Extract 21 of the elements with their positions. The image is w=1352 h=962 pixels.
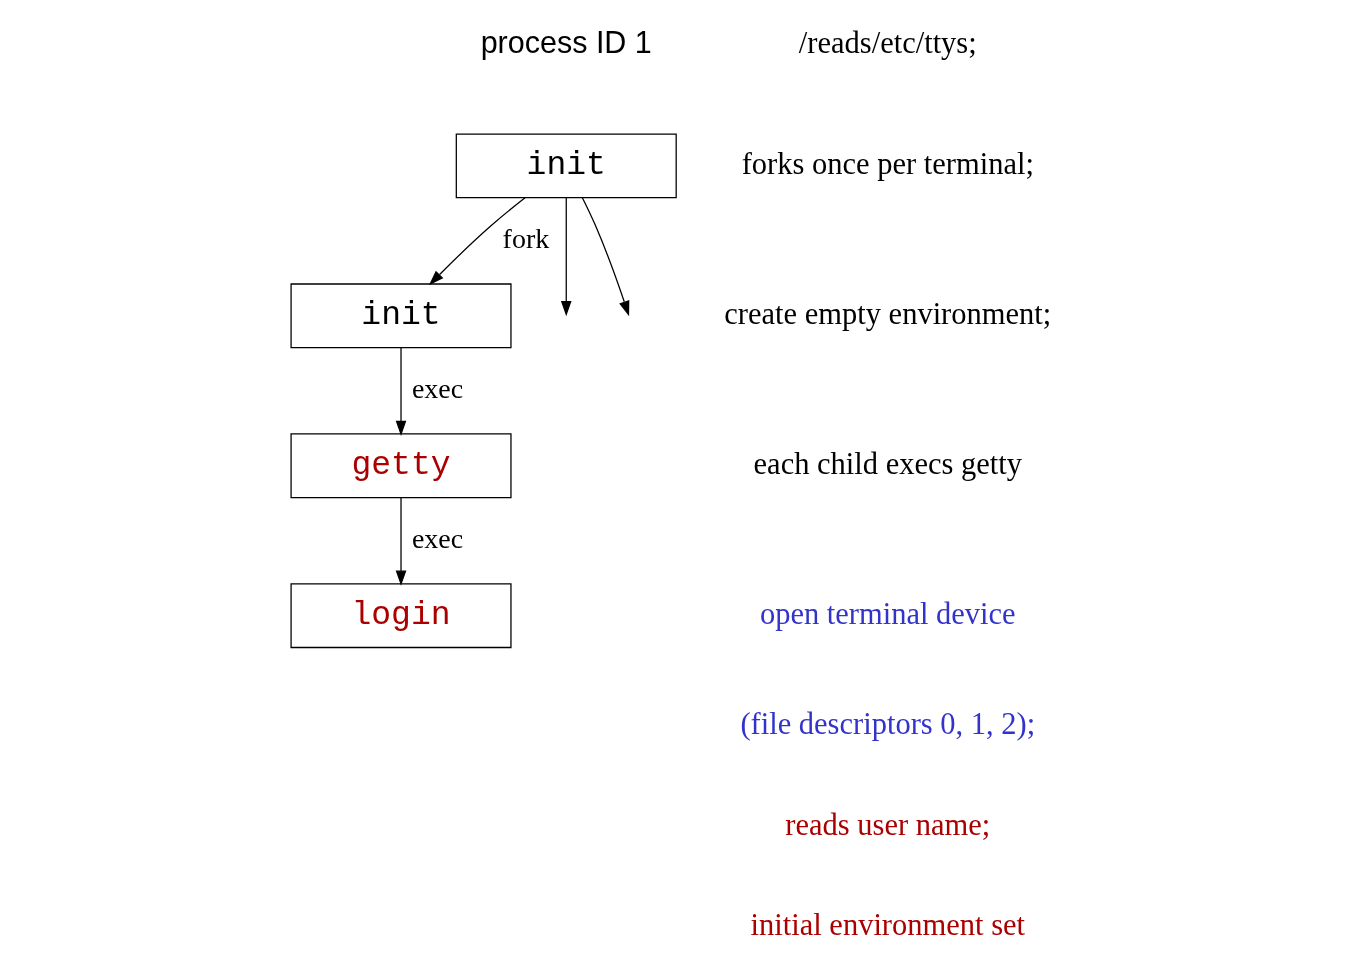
arrow [581, 197, 629, 317]
label: each child execs getty [753, 446, 1022, 481]
label: open terminal device [759, 596, 1016, 631]
label: (file descriptors 0, 1, 2); [739, 707, 1035, 742]
edge-label: exec [411, 372, 463, 404]
label: /reads/etc/ttys; [798, 25, 977, 60]
node-box: getty [289, 433, 512, 499]
label: forks once per terminal; [741, 146, 1034, 181]
edge-label: exec [411, 522, 463, 554]
edge-label: fork [502, 222, 549, 254]
arrow [395, 496, 406, 586]
node-box: init [455, 133, 677, 199]
label: create empty environment; [723, 296, 1051, 331]
node-box: login [289, 583, 512, 649]
label: reads user name; [784, 807, 990, 842]
arrow [395, 346, 406, 436]
node-label: process ID 1 [480, 24, 652, 59]
label: initial environment set [750, 907, 1025, 942]
arrow [428, 197, 526, 286]
arrow [560, 197, 572, 317]
node-box: init [289, 283, 512, 349]
